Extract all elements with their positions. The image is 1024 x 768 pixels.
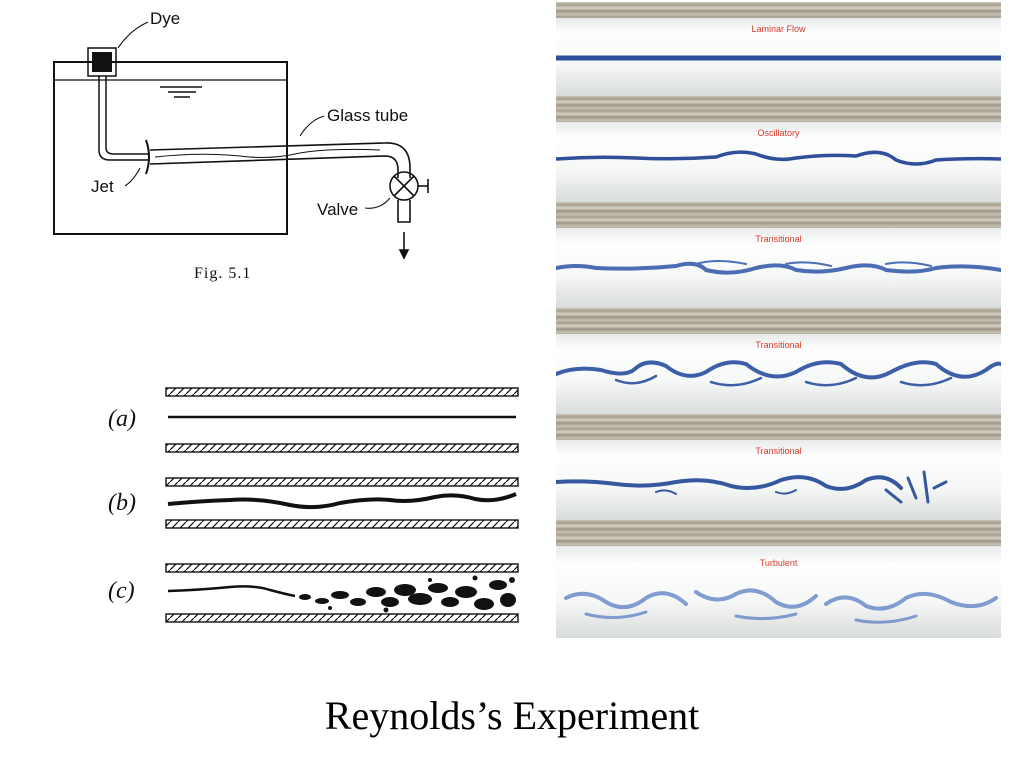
dye-feed-tube [98, 76, 148, 161]
label-glass-tube: Glass tube [327, 106, 408, 125]
photo-tube-4 [556, 334, 1001, 414]
case-label-b: (b) [108, 490, 136, 516]
slide-title: Reynolds’s Experiment [324, 693, 700, 738]
label-jet: Jet [91, 177, 114, 196]
turbulent-blobs [299, 575, 516, 613]
dye-streak-wavy [167, 492, 517, 510]
photo-streak-5 [556, 475, 903, 491]
dye-streak-turbulent [167, 585, 296, 598]
valve-symbol [389, 171, 429, 260]
water-level-symbol [160, 86, 202, 98]
dye-streaks-photo [556, 55, 1001, 624]
flow-regime-sketches: (a) (b) [108, 387, 519, 623]
glass-tube-drawing [149, 142, 411, 178]
apparatus-diagram: Dye Glass tube Jet Valve [53, 9, 429, 260]
pipe-b [165, 477, 519, 529]
pipe-c [165, 563, 519, 623]
case-label-c: (c) [108, 578, 135, 604]
label-dye: Dye [150, 9, 180, 28]
tube-label-3: Transitional [755, 234, 802, 244]
tube-label-6: Turbulent [759, 558, 798, 568]
case-label-a: (a) [108, 406, 136, 432]
photo-streak-4 [556, 360, 1001, 380]
photo-streak-3 [556, 261, 1001, 275]
tube-label-4: Transitional [755, 340, 802, 350]
water-tank [53, 61, 288, 235]
dye-reservoir [92, 52, 112, 72]
experiment-photograph: Laminar Flow Oscillatory Transitional Tr… [556, 2, 1001, 638]
tube-label-2: Oscillatory [757, 128, 800, 138]
pipe-a [165, 387, 519, 453]
figure-caption: Fig. 5.1 [194, 265, 252, 282]
tube-label-5: Transitional [755, 446, 802, 456]
photo-streak-6 [564, 588, 998, 624]
label-valve: Valve [317, 200, 358, 219]
bell-mouth [145, 139, 150, 175]
tube-label-1: Laminar Flow [751, 24, 806, 34]
photo-streak-2 [556, 150, 1001, 166]
